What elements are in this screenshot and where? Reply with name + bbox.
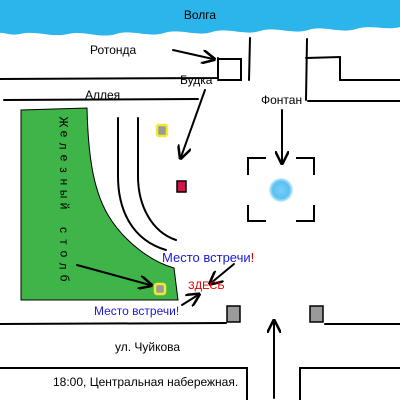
iron-post-letter: з	[56, 167, 71, 173]
chuykova-south-edge-right	[299, 367, 400, 400]
meeting-label-2-text: Место встречи	[94, 304, 176, 318]
river-volga	[0, 0, 400, 36]
street-lines	[0, 37, 400, 400]
meeting-note: 18:00, Центральная набережная.	[53, 375, 239, 389]
fontan-label: Фонтан	[261, 93, 303, 107]
meeting-label-1-text: Место встречи	[162, 250, 251, 265]
iron-post-letter: т	[56, 239, 71, 245]
iron-post-letter: е	[57, 130, 71, 138]
river-label: Волга	[183, 8, 217, 22]
arrow-rotonda	[172, 49, 213, 59]
iron-post-letter: о	[56, 250, 71, 258]
budka-label: Будка	[180, 73, 213, 87]
iron-post-letter: б	[56, 274, 71, 282]
arrow-iron-post	[76, 264, 150, 285]
building-right	[305, 55, 341, 81]
iron-post-letter: й	[56, 202, 71, 210]
chuykova-north-edge	[0, 322, 227, 325]
street-vertical-right	[305, 38, 308, 101]
alley-label: Аллея	[85, 88, 121, 102]
iron-post-letter: ы	[57, 189, 71, 199]
arrow-budka	[181, 89, 206, 157]
meeting-label-2: Место встречи!	[94, 305, 179, 317]
here-label: ЗДЕСЬ	[188, 280, 225, 292]
meeting-label-1-exclamation: !	[250, 250, 255, 265]
alley-curve-outer	[137, 117, 177, 241]
chuykova-south-edge	[0, 367, 248, 400]
rotonda-label: Ротонда	[90, 43, 137, 57]
street-vertical-left	[248, 37, 251, 81]
rotonda-building	[217, 58, 242, 81]
iron-post-letter: е	[57, 154, 71, 162]
street-label-chuykova: ул. Чуйкова	[115, 340, 181, 354]
iron-post-letter: н	[56, 178, 71, 186]
iron-post-letter: л	[56, 262, 71, 270]
arrow-meeting	[181, 295, 198, 305]
park-iron-post	[20, 107, 179, 301]
meeting-label-1: Место встречи!	[162, 251, 254, 264]
street-mid-left	[3, 98, 199, 101]
iron-post-letter: л	[56, 142, 71, 150]
iron-post-icon	[226, 305, 241, 323]
post-right-icon	[309, 305, 324, 323]
iron-post-letter: с	[56, 227, 71, 233]
fountain-icon	[247, 157, 315, 222]
arrow-here	[211, 263, 235, 283]
meeting-marker-icon	[153, 282, 167, 296]
iron-post-letter: Ж	[57, 116, 71, 128]
alley-curve-inner	[117, 117, 167, 251]
alley-marker-icon	[155, 123, 169, 138]
street-north-left	[0, 57, 219, 80]
booth-icon	[176, 180, 187, 193]
meeting-label-2-exclamation: !	[175, 304, 180, 318]
